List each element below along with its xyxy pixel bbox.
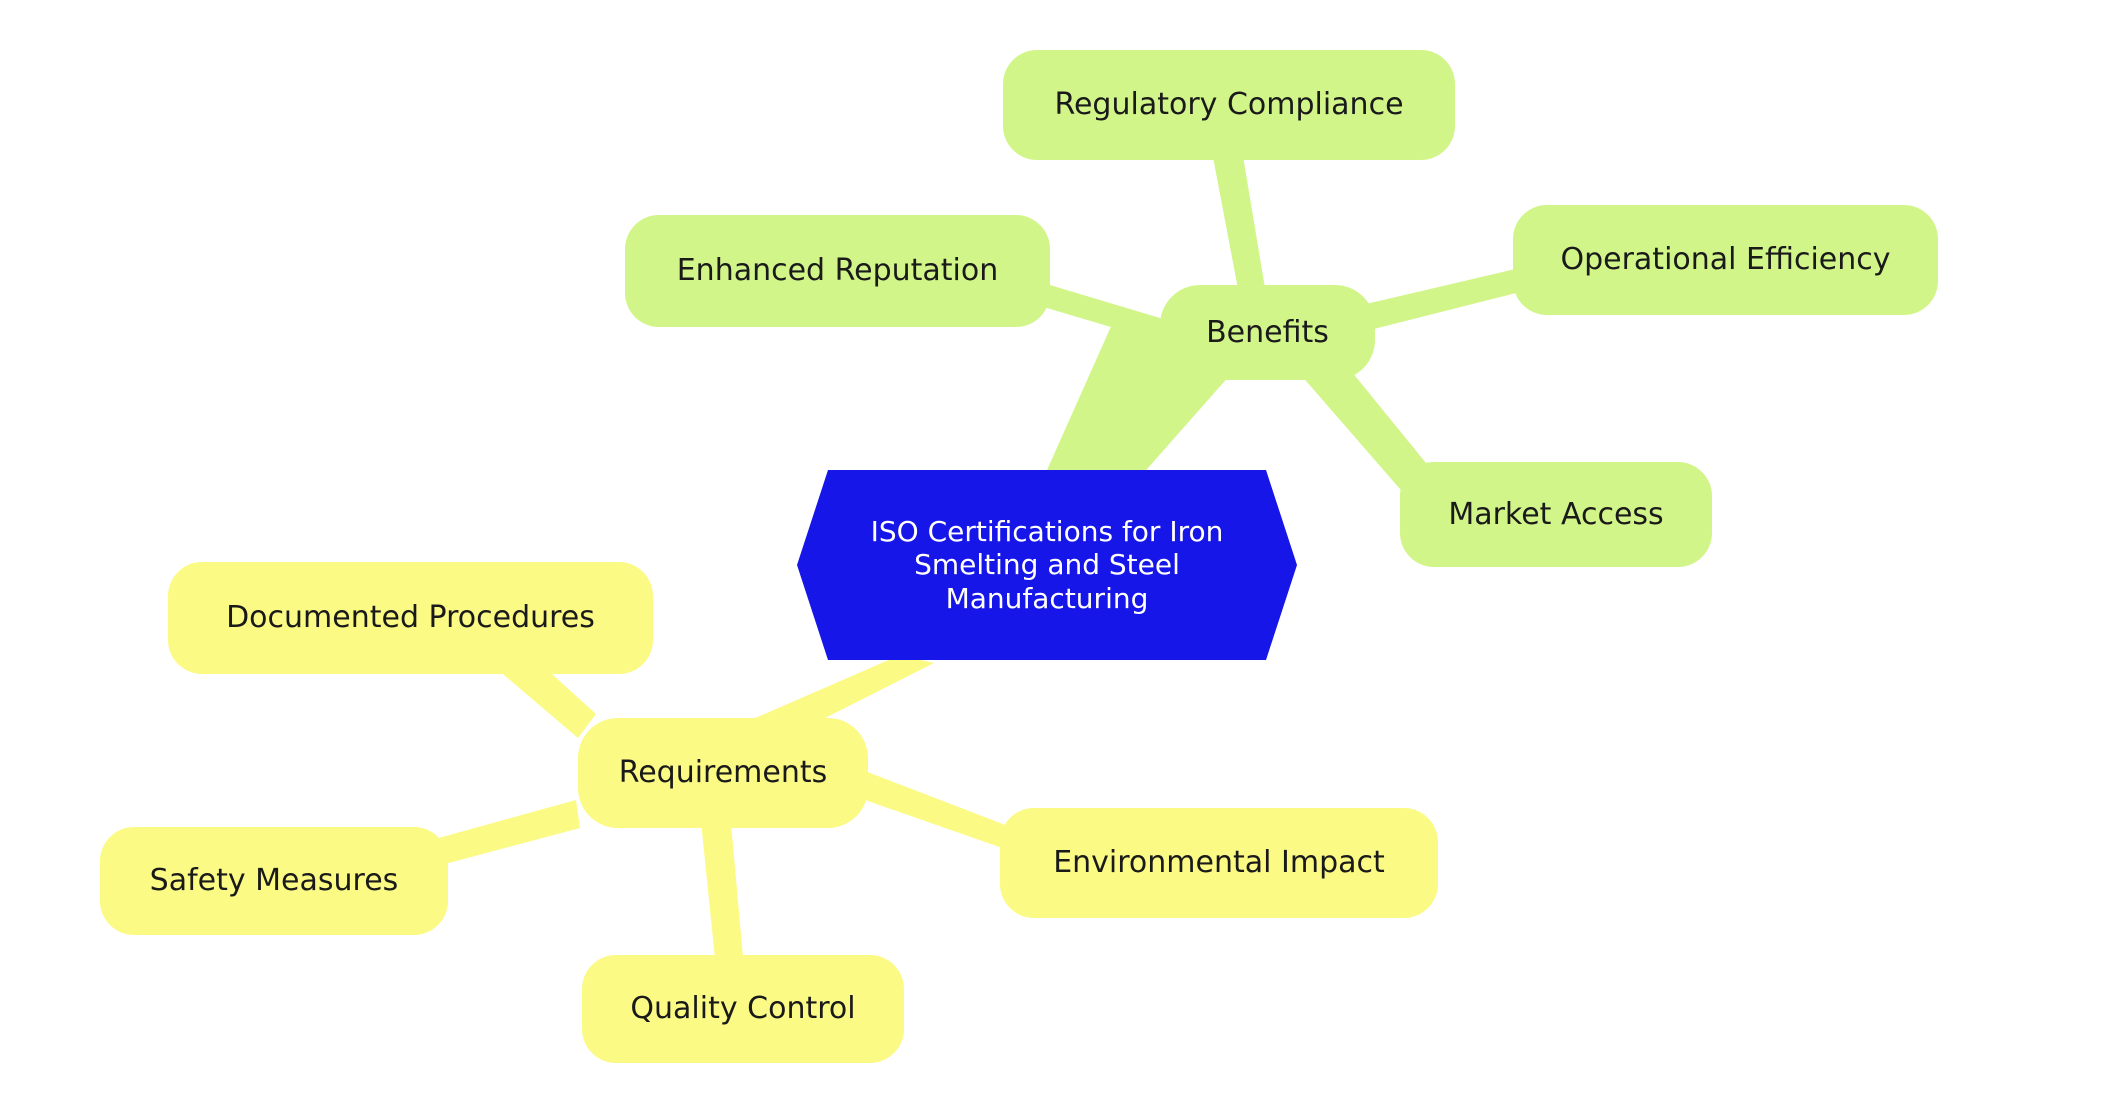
node-label-root: ISO Certifications for Iron Smelting and… — [870, 514, 1224, 615]
node-label-environmental-impact: Environmental Impact — [1053, 845, 1385, 880]
mindmap-node-safety-measures[interactable]: Safety Measures — [100, 827, 448, 935]
mindmap-node-enhanced-reputation[interactable]: Enhanced Reputation — [625, 215, 1050, 327]
edge-requirements-environmental — [848, 766, 1008, 850]
mindmap-node-documented-procedures[interactable]: Documented Procedures — [168, 562, 653, 674]
mindmap-node-quality-control[interactable]: Quality Control — [582, 955, 904, 1063]
node-label-requirements: Requirements — [618, 755, 828, 790]
node-label-enhanced-reputation: Enhanced Reputation — [676, 253, 999, 288]
node-label-regulatory-compliance: Regulatory Compliance — [1054, 87, 1404, 122]
mindmap-node-environmental-impact[interactable]: Environmental Impact — [1000, 808, 1438, 918]
node-label-market-access: Market Access — [1448, 496, 1664, 532]
node-label-safety-measures: Safety Measures — [149, 863, 399, 898]
edge-requirements-quality — [700, 812, 744, 968]
node-label-operational-efficiency: Operational Efficiency — [1560, 242, 1891, 277]
node-label-benefits: Benefits — [1206, 314, 1329, 350]
mindmap-node-benefits[interactable]: Benefits — [1160, 285, 1375, 380]
node-label-documented-procedures: Documented Procedures — [226, 600, 595, 635]
edge-benefits-operational — [1362, 266, 1528, 332]
node-label-quality-control: Quality Control — [630, 991, 856, 1026]
mindmap-node-market-access[interactable]: Market Access — [1400, 462, 1712, 567]
mindmap-node-root[interactable]: ISO Certifications for Iron Smelting and… — [797, 470, 1297, 660]
mindmap-node-operational-efficiency[interactable]: Operational Efficiency — [1513, 205, 1938, 315]
mindmap-node-requirements[interactable]: Requirements — [578, 718, 868, 828]
mindmap-node-regulatory-compliance[interactable]: Regulatory Compliance — [1003, 50, 1455, 160]
